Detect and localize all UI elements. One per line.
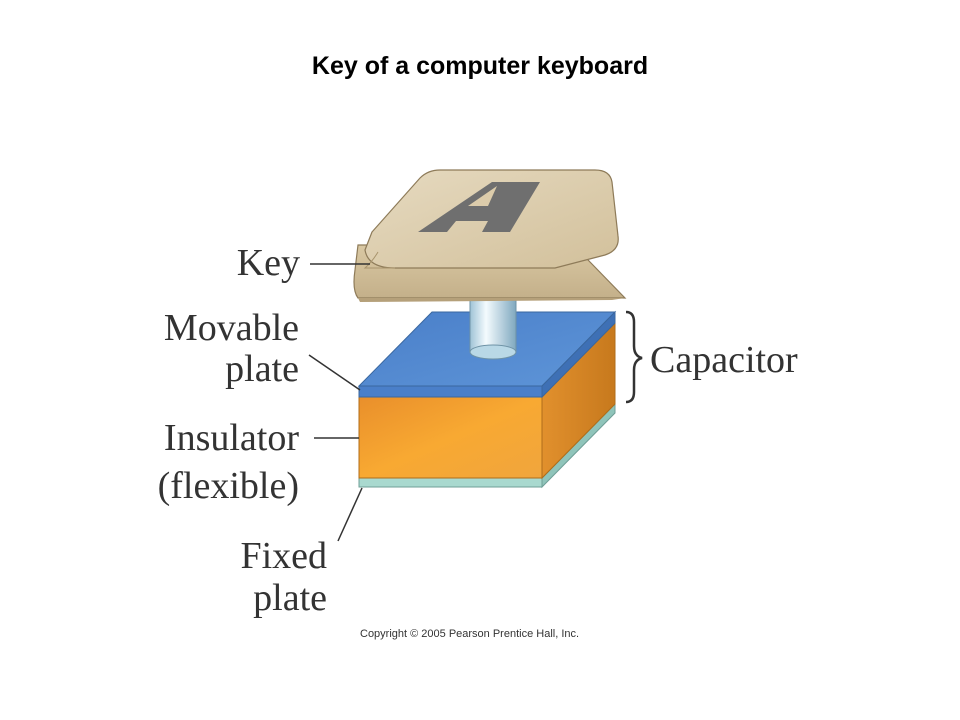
capacitor-brace [625, 310, 643, 404]
label-movable-plate-line2: plate [225, 348, 299, 390]
fixed-plate [358, 402, 616, 489]
movable-plate-leader [308, 354, 361, 391]
label-fixed-plate-line2: plate [253, 577, 327, 619]
fixed-plate-leader [337, 487, 363, 542]
leader-lines [308, 263, 370, 542]
label-insulator-line2: (flexible) [158, 465, 299, 507]
copyright-notice: Copyright © 2005 Pearson Prentice Hall, … [360, 628, 579, 640]
label-fixed-plate-line1: Fixed [240, 535, 327, 577]
label-capacitor: Capacitor [650, 339, 798, 381]
label-key: Key [237, 242, 300, 284]
label-insulator-line1: Insulator [164, 417, 299, 459]
page-title: Key of a computer keyboard [311, 52, 649, 80]
keycap: A [353, 169, 627, 302]
insulator-block [358, 321, 616, 480]
label-movable-plate-line1: Movable [164, 307, 299, 349]
keycap-letter-a: A [418, 182, 540, 232]
plunger [469, 295, 517, 360]
